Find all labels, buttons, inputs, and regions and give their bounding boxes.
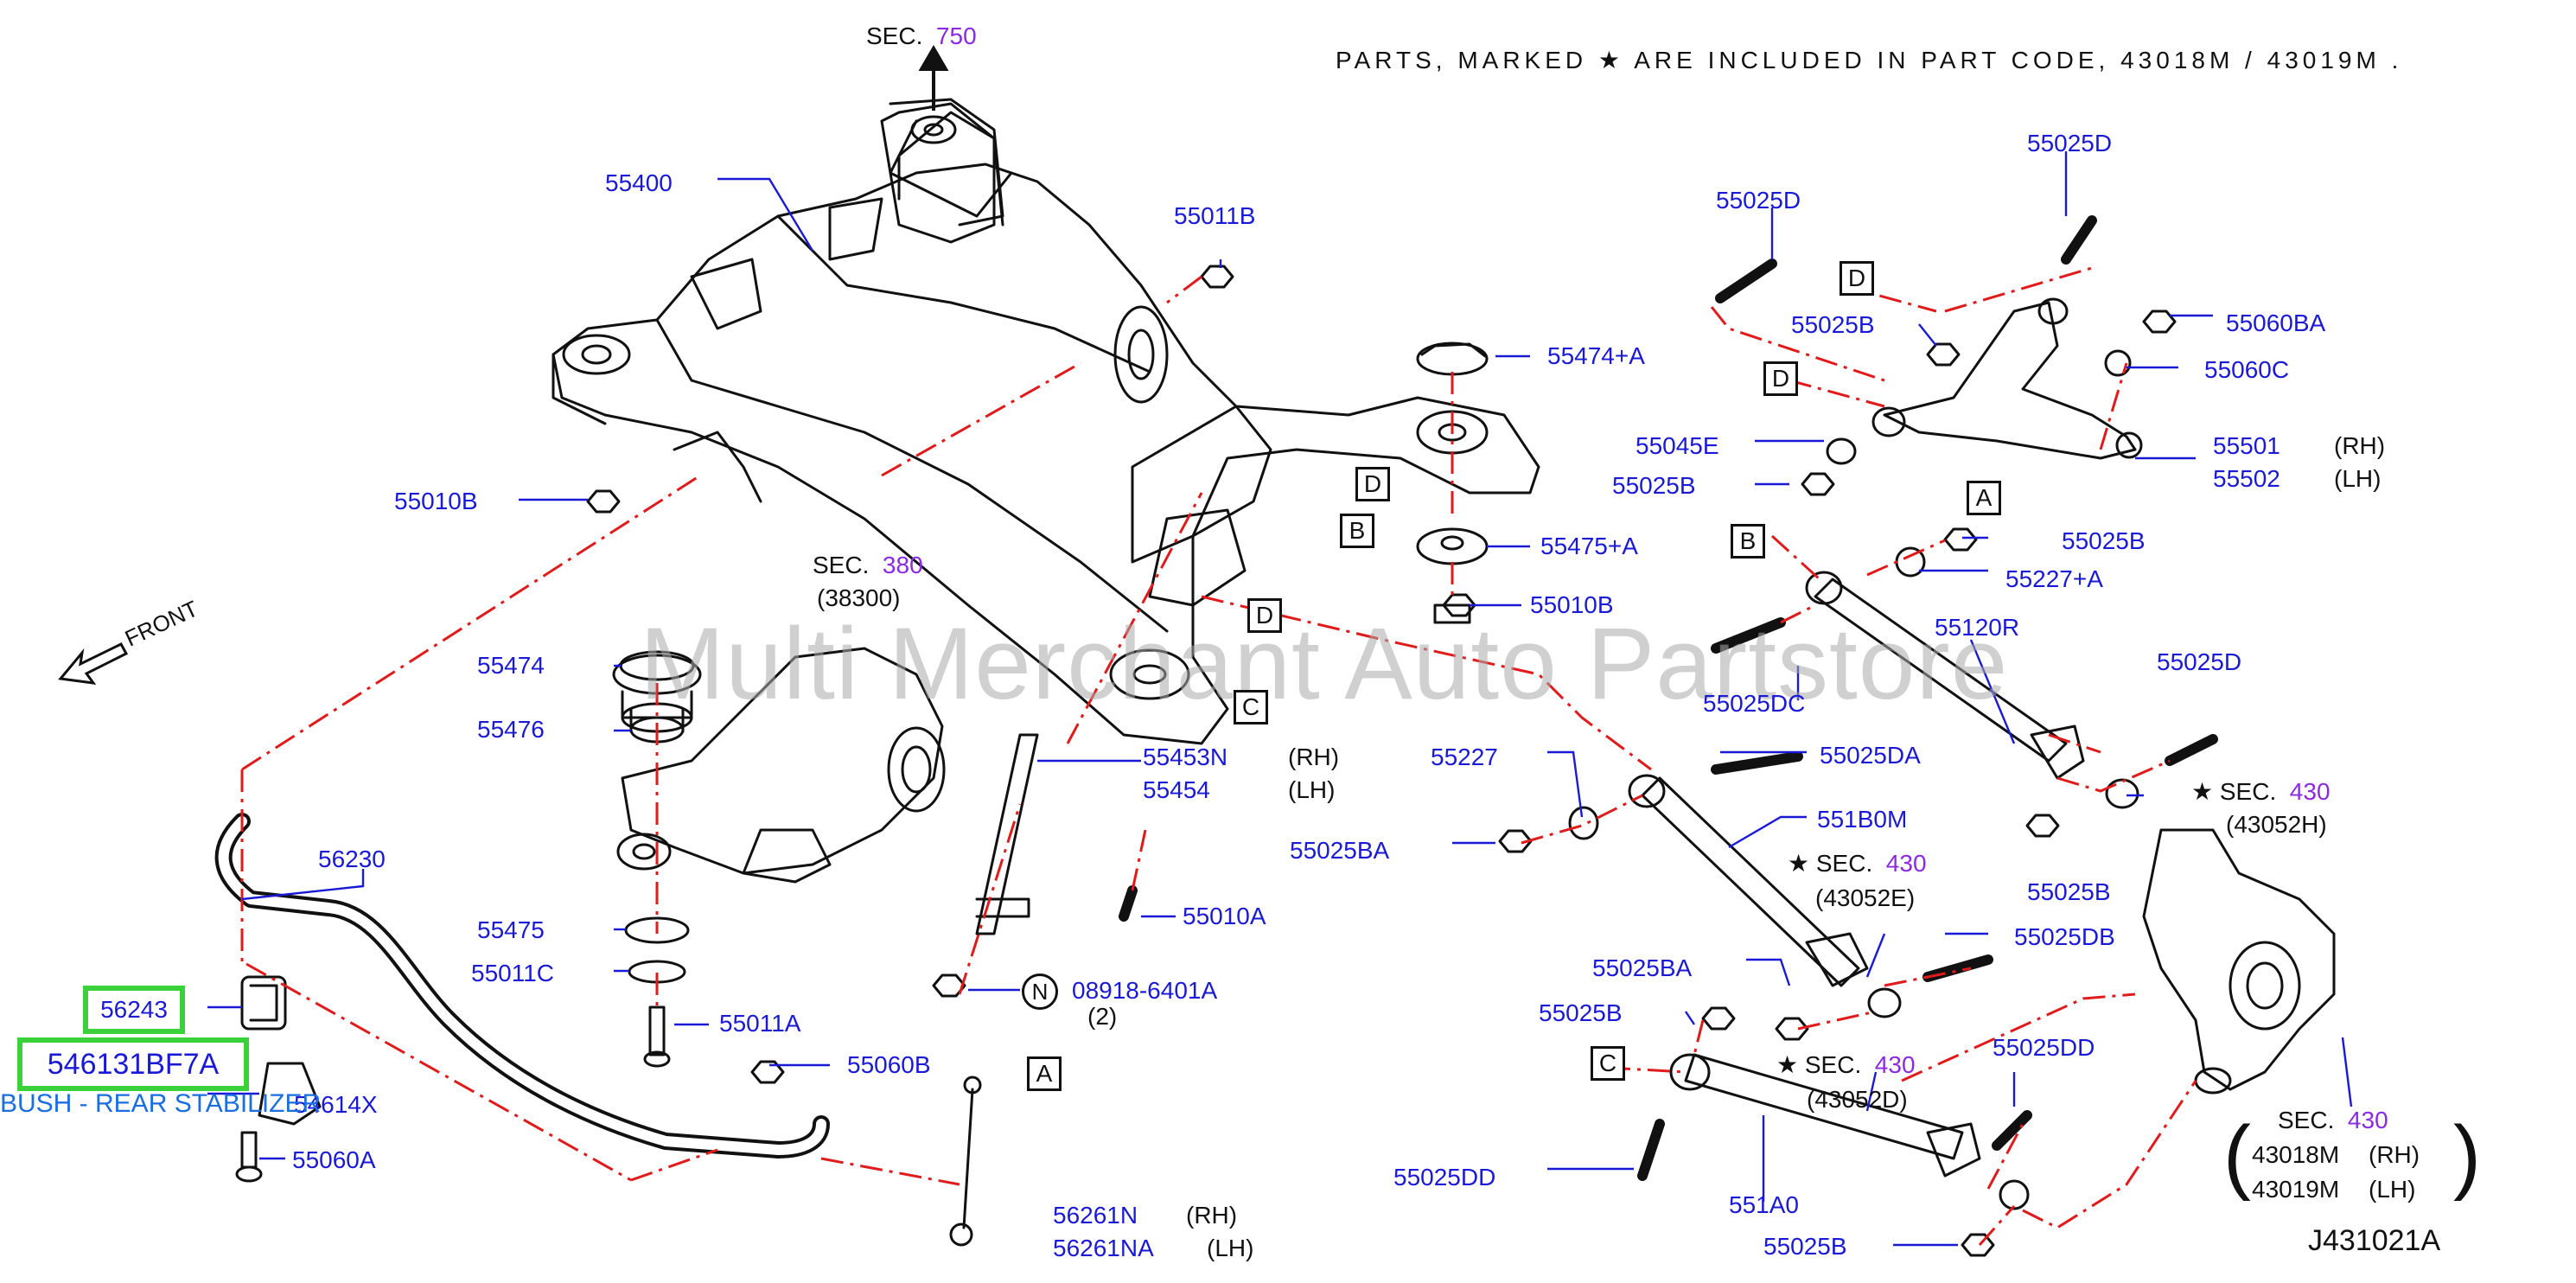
ref-box-b-2: B: [1731, 524, 1765, 559]
part-56261NA[interactable]: 56261NA: [1053, 1235, 1154, 1261]
ref-box-a-1: A: [1967, 481, 2001, 515]
part-55025DB[interactable]: 55025DB: [2014, 923, 2115, 950]
side-55453N: (RH): [1288, 744, 1340, 770]
part-551A0[interactable]: 551A0: [1729, 1191, 1799, 1218]
part-55010A[interactable]: 55010A: [1183, 903, 1266, 929]
part-55060BA[interactable]: 55060BA: [2226, 310, 2326, 336]
part-54614X[interactable]: 54614X: [294, 1091, 378, 1118]
side-55501: (RH): [2334, 432, 2386, 459]
lateral-link-55120R: [1814, 578, 2068, 763]
part-55227A[interactable]: 55227+A: [2005, 565, 2103, 592]
knuckle-rh-code: 43018M: [2252, 1141, 2340, 1168]
part-55010B-right[interactable]: 55010B: [1530, 591, 1614, 618]
sec-430-d-sub: (43052D): [1807, 1086, 1908, 1113]
ref-box-c-1: C: [1234, 690, 1268, 724]
part-55025B-d[interactable]: 55025B: [2027, 878, 2111, 905]
part-55025BA-b[interactable]: 55025BA: [1592, 954, 1693, 981]
part-55453N[interactable]: 55453N: [1143, 744, 1228, 770]
part-55011B[interactable]: 55011B: [1174, 202, 1256, 229]
highlight-callout-56243[interactable]: 56243: [83, 986, 185, 1034]
part-55400[interactable]: 55400: [605, 169, 673, 196]
part-55025D-b[interactable]: 55025D: [2027, 130, 2113, 156]
part-55501[interactable]: 55501: [2213, 432, 2280, 459]
header-note: PARTS, MARKED ★ ARE INCLUDED IN PART COD…: [1336, 47, 2403, 73]
part-55060A[interactable]: 55060A: [292, 1146, 376, 1173]
sec-430-d-label: ★ SEC. 430: [1776, 1051, 1916, 1078]
side-55454: (LH): [1288, 776, 1336, 803]
part-55025DD-a[interactable]: 55025DD: [1993, 1034, 2095, 1061]
part-55025BA-a[interactable]: 55025BA: [1290, 837, 1390, 864]
front-arrow: [58, 642, 129, 685]
knuckle-lh-side: (LH): [2369, 1176, 2416, 1203]
part-55502[interactable]: 55502: [2213, 465, 2280, 492]
part-55025B-e[interactable]: 55025B: [1539, 999, 1623, 1026]
subframe-55400: [552, 163, 1540, 745]
axle-knuckle: [2142, 828, 2336, 1091]
ref-box-c-2: C: [1591, 1046, 1625, 1081]
sec-750-label: SEC. 750: [866, 22, 977, 49]
ref-box-d-2: D: [1247, 598, 1282, 633]
part-55475[interactable]: 55475: [477, 916, 545, 943]
lateral-link-551A0: [1684, 1053, 1964, 1160]
ref-box-d-1: D: [1355, 467, 1390, 501]
part-55454[interactable]: 55454: [1143, 776, 1210, 803]
highlight-part-description: BUSH - REAR STABILIZER: [0, 1089, 322, 1118]
sec-380-sub: (38300): [817, 584, 901, 611]
sec-430-knuckle-label: SEC. 430: [2278, 1107, 2388, 1133]
part-55025DD-b[interactable]: 55025DD: [1393, 1164, 1496, 1190]
sec-430-e-label: ★ SEC. 430: [1788, 850, 1927, 877]
figure-code: J431021A: [2308, 1224, 2441, 1257]
sec-430-h-label: ★ SEC. 430: [2191, 778, 2331, 805]
part-55120R[interactable]: 55120R: [1935, 614, 2020, 641]
part-55045E[interactable]: 55045E: [1636, 432, 1719, 459]
lateral-link-551B0M: [1641, 776, 1860, 987]
part-551B0M[interactable]: 551B0M: [1817, 806, 1908, 833]
part-56230[interactable]: 56230: [318, 846, 386, 872]
part-56261N[interactable]: 56261N: [1053, 1202, 1138, 1229]
watermark: Multi Merchant Auto Partstore: [640, 607, 2009, 721]
part-55025DA[interactable]: 55025DA: [1820, 742, 1921, 769]
nut-group: [586, 265, 2177, 1257]
part-55025B-c[interactable]: 55025B: [2062, 527, 2146, 554]
part-55474[interactable]: 55474: [477, 652, 545, 679]
ref-box-b-1: B: [1340, 514, 1374, 548]
side-56261NA: (LH): [1207, 1235, 1254, 1261]
side-56261N: (RH): [1186, 1202, 1238, 1229]
part-55060C[interactable]: 55060C: [2204, 356, 2290, 383]
side-55502: (LH): [2334, 465, 2382, 492]
part-55476[interactable]: 55476: [477, 716, 545, 743]
part-55025D-c[interactable]: 55025D: [2157, 648, 2242, 675]
part-55474A[interactable]: 55474+A: [1547, 342, 1645, 369]
paren-left: (: [2223, 1109, 2251, 1202]
part-55025DC[interactable]: 55025DC: [1703, 690, 1806, 717]
upper-arm-55501: [1883, 301, 2137, 460]
part-55025B-b[interactable]: 55025B: [1612, 472, 1696, 499]
part-55475A[interactable]: 55475+A: [1540, 533, 1638, 559]
ref-box-a-2: A: [1027, 1056, 1062, 1091]
part-55227[interactable]: 55227: [1431, 744, 1498, 770]
part-55010B-left[interactable]: 55010B: [394, 488, 478, 514]
part-08918-6401A[interactable]: 08918-6401A: [1072, 977, 1218, 1004]
ref-n-circle: N: [1022, 973, 1058, 1010]
ref-box-d-4: D: [1763, 361, 1798, 396]
part-08918-qty: (2): [1087, 1003, 1118, 1030]
sec-430-e-sub: (43052E): [1815, 884, 1916, 911]
upper-mount: [880, 102, 996, 244]
ref-box-d-3: D: [1840, 261, 1874, 296]
sec-380-label: SEC. 380: [813, 552, 923, 578]
paren-right: ): [2453, 1109, 2481, 1202]
knuckle-rh-side: (RH): [2369, 1141, 2420, 1168]
part-55025D-a[interactable]: 55025D: [1716, 187, 1801, 214]
differential: [621, 647, 944, 875]
part-55060B[interactable]: 55060B: [847, 1051, 931, 1078]
highlight-part-code[interactable]: 546131BF7A: [17, 1037, 249, 1091]
part-55011A[interactable]: 55011A: [719, 1010, 801, 1037]
part-55011C[interactable]: 55011C: [471, 960, 555, 986]
knuckle-lh-code: 43019M: [2252, 1176, 2340, 1203]
part-55025B-a[interactable]: 55025B: [1791, 311, 1875, 338]
part-55025B-f[interactable]: 55025B: [1763, 1233, 1847, 1260]
sec-430-h-sub: (43052H): [2226, 811, 2327, 838]
